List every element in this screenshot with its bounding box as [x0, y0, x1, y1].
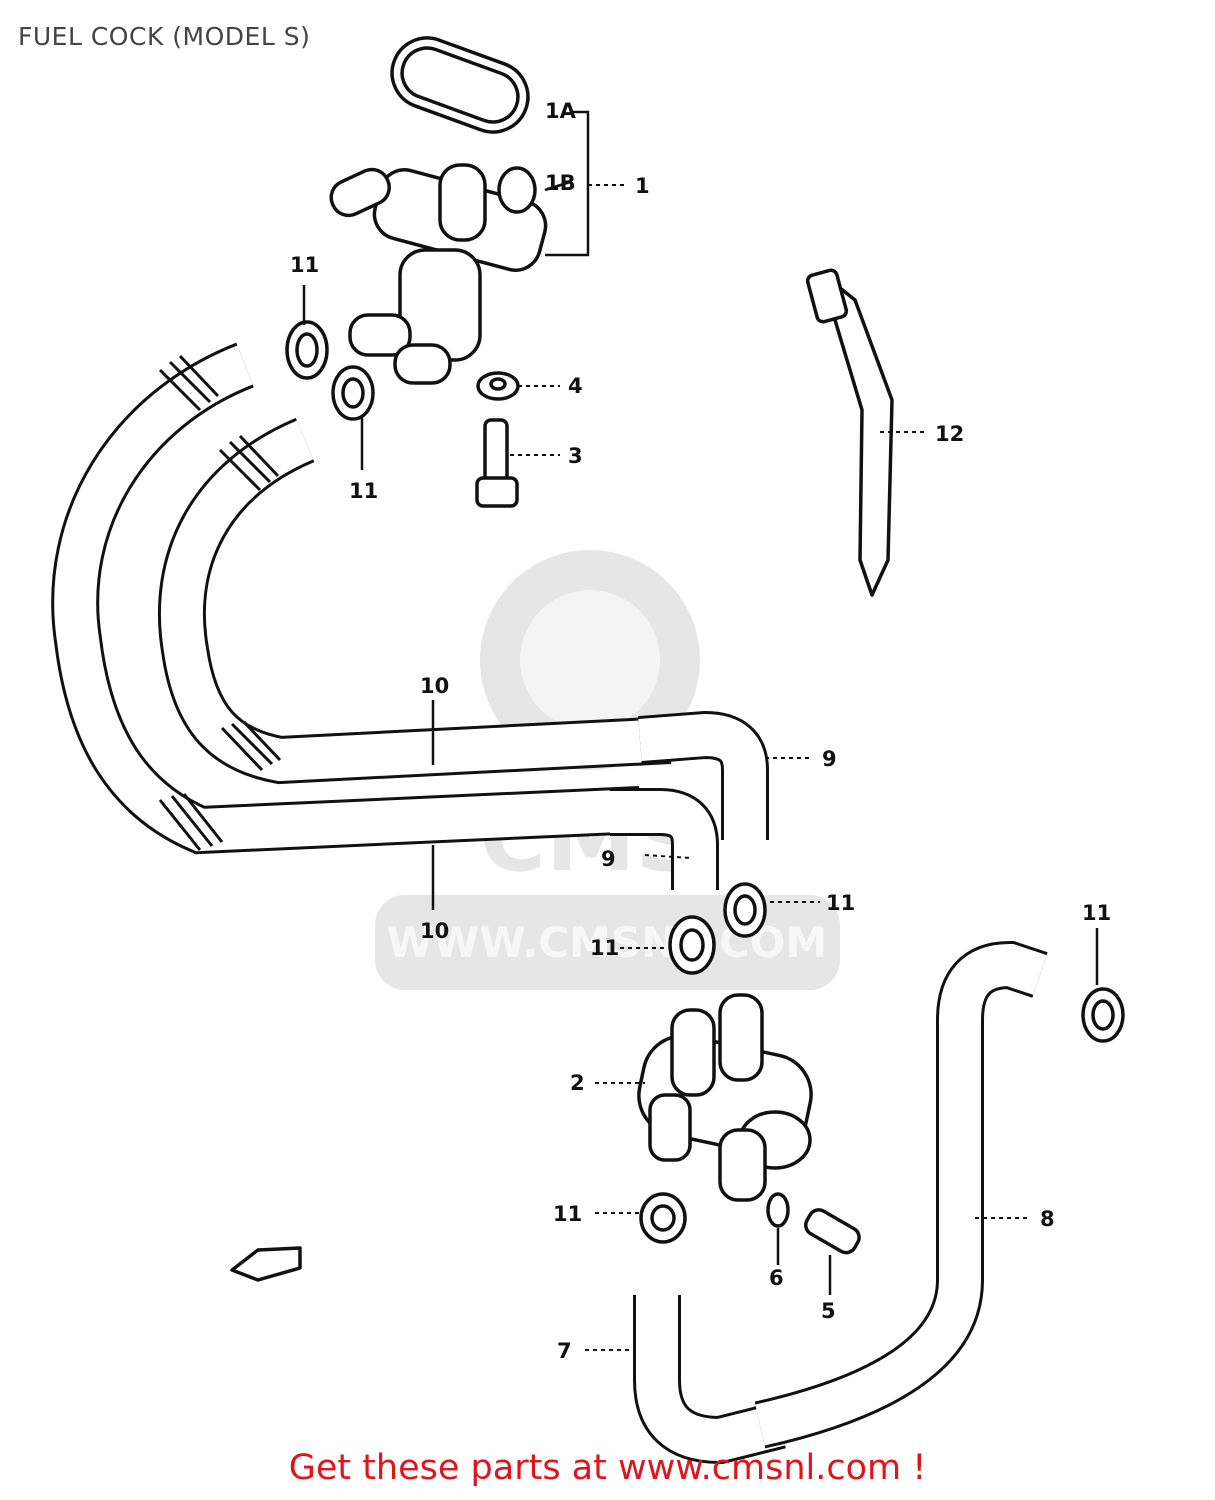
watermark-logo-face-icon — [520, 590, 660, 730]
leader-lines — [302, 110, 1099, 1351]
direction-arrow-icon — [230, 1246, 302, 1282]
label-8: 8 — [1040, 1207, 1055, 1231]
fuel-cock-2 — [637, 993, 813, 1202]
label-9-b: 9 — [601, 847, 616, 871]
hose-10-upper — [51, 342, 642, 855]
page-title: FUEL COCK (MODEL S) — [18, 22, 311, 51]
label-11-d: 11 — [590, 936, 619, 960]
clamp-11-e — [1081, 987, 1125, 1043]
bolt-3 — [475, 418, 519, 508]
label-5: 5 — [821, 1299, 836, 1323]
part-5-screw — [804, 1208, 861, 1255]
strap-12 — [805, 268, 894, 597]
part-6-ring — [766, 1192, 790, 1228]
washer-4 — [476, 371, 520, 401]
label-11-e: 11 — [1082, 901, 1111, 925]
clamp-11-d — [668, 915, 716, 975]
label-1a: 1A — [545, 99, 577, 123]
shop-link-banner[interactable]: Get these parts at www.cmsnl.com ! — [288, 1448, 927, 1488]
clamp-11-f — [639, 1192, 687, 1244]
label-1b: 1B — [545, 171, 576, 195]
label-11-b: 11 — [349, 479, 378, 503]
label-6: 6 — [769, 1266, 784, 1290]
clamp-11-a — [285, 320, 329, 380]
label-2: 2 — [570, 1071, 585, 1095]
hose-rib-marks — [158, 354, 282, 851]
part-labels: 1A 1B 1 11 4 3 11 12 10 9 9 11 10 11 11 … — [290, 99, 1111, 1363]
clamp-11-b — [331, 365, 375, 421]
label-11-c: 11 — [826, 891, 855, 915]
elbow-hose-9-upper — [638, 710, 769, 840]
label-3: 3 — [568, 444, 583, 468]
hose-7 — [633, 1295, 786, 1465]
watermark-url-plate — [375, 895, 840, 990]
label-12: 12 — [935, 422, 964, 446]
label-9-a: 9 — [822, 747, 837, 771]
label-11-f: 11 — [553, 1202, 582, 1226]
label-1: 1 — [635, 174, 650, 198]
label-10-a: 10 — [420, 674, 449, 698]
elbow-hose-9-lower — [610, 788, 719, 890]
clamp-11-c — [723, 882, 767, 938]
label-11-a: 11 — [290, 253, 319, 277]
label-4: 4 — [568, 374, 583, 398]
label-10-b: 10 — [420, 919, 449, 943]
label-7: 7 — [557, 1339, 572, 1363]
hose-8 — [754, 940, 1048, 1449]
fuel-cock-1 — [329, 36, 548, 385]
